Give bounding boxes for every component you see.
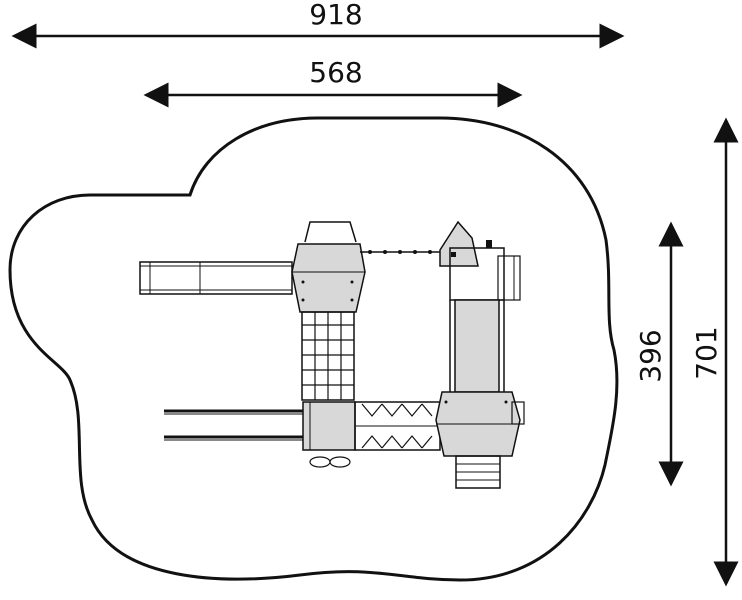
right-walkway bbox=[449, 299, 505, 393]
right-tower-top bbox=[439, 220, 521, 301]
dimension-inner-width: 568 bbox=[143, 56, 523, 108]
bottom-ladder bbox=[455, 455, 501, 489]
dimension-inner-height-label: 396 bbox=[634, 329, 667, 382]
dimension-total-width: 918 bbox=[11, 0, 625, 49]
horizontal-bars bbox=[164, 409, 303, 441]
slide bbox=[139, 261, 293, 295]
dimension-inner-width-label: 568 bbox=[309, 56, 362, 89]
safety-zone-outline bbox=[8, 116, 619, 582]
dimension-total-width-label: 918 bbox=[309, 0, 362, 31]
left-tower bbox=[291, 221, 366, 313]
dimension-inner-height: 396 bbox=[634, 221, 684, 487]
climbing-net bbox=[301, 311, 355, 401]
top-rail bbox=[360, 250, 440, 254]
dimension-total-height-label: 701 bbox=[690, 326, 723, 379]
bridge bbox=[354, 401, 441, 451]
bottom-right-tower bbox=[435, 391, 525, 457]
bottom-left-platform bbox=[302, 401, 356, 468]
dimension-total-height: 701 bbox=[690, 117, 739, 587]
